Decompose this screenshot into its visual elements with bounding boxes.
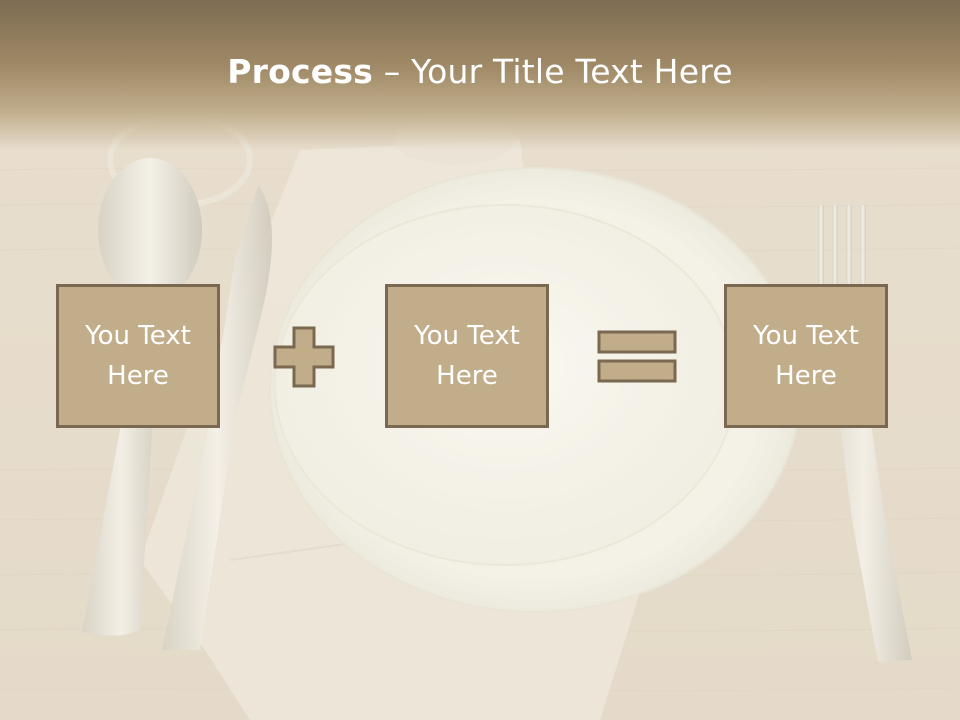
process-box-2-text: You Text Here <box>414 321 520 391</box>
slide-title: Process – Your Title Text Here <box>0 52 960 91</box>
title-rest-text: – Your Title Text Here <box>373 52 733 91</box>
process-box-2[interactable]: You Text Here <box>385 284 549 428</box>
process-box-3[interactable]: You Text Here <box>724 284 888 428</box>
title-bold-text: Process <box>227 52 374 91</box>
equals-icon <box>597 330 677 383</box>
process-box-1-text: You Text Here <box>85 321 191 391</box>
title-band <box>0 0 960 150</box>
plus-icon <box>273 326 335 388</box>
process-box-3-text: You Text Here <box>753 321 859 391</box>
process-box-1[interactable]: You Text Here <box>56 284 220 428</box>
